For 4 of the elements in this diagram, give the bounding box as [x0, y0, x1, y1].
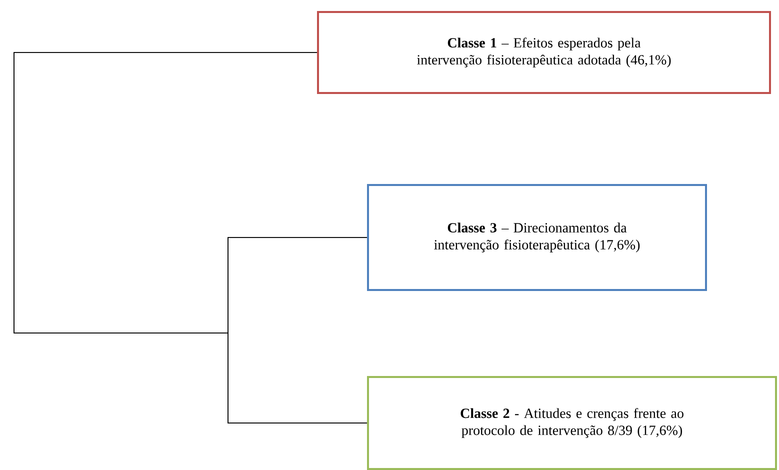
class-box: Classe 1 – Efeitos esperados pela intervenção fisioterapêutica adotada (46,1%): [317, 11, 771, 94]
class-box: Classe 2 - Atitudes e crenças frente ao protocolo de intervenção 8/39 (17,6%): [367, 376, 777, 470]
class-box: Classe 3 – Direcionamentos da intervenção fisioterapêutica (17,6%): [367, 184, 707, 291]
dendrogram-line: [14, 52, 368, 424]
